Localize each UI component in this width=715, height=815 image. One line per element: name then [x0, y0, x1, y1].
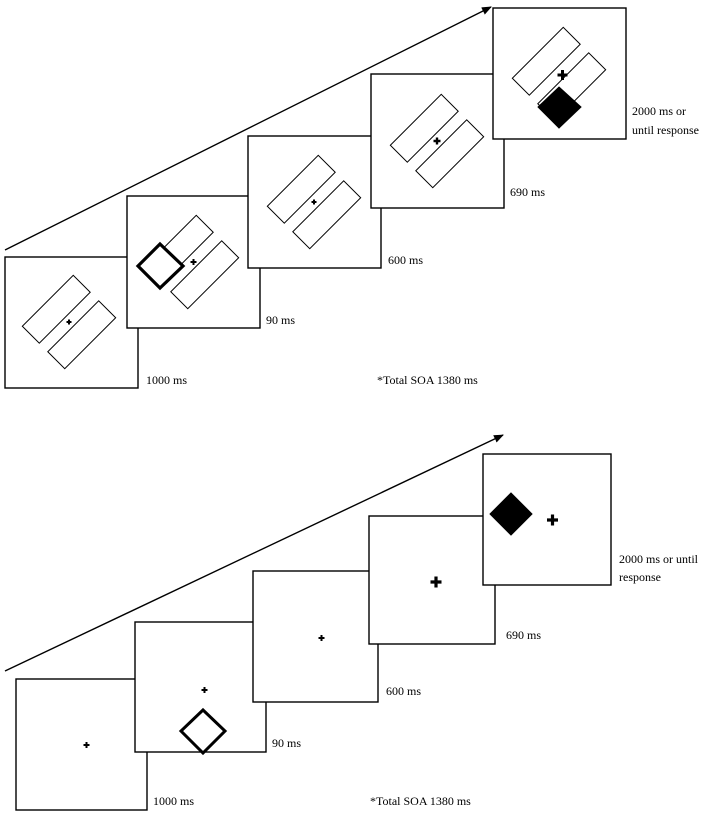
top-final-duration-line1: 2000 ms or: [632, 104, 686, 118]
top-duration-4: 690 ms: [510, 185, 545, 199]
bottom-final-duration-line2: response: [619, 570, 661, 584]
top-timeline-arrow: [4, 6, 492, 251]
top-frame-5: [492, 7, 627, 140]
fixation-cross-icon: [190, 259, 197, 265]
bottom-frame-5: [482, 453, 612, 586]
bottom-duration-1: 1000 ms: [153, 794, 194, 808]
bottom-duration-4: 690 ms: [506, 628, 541, 642]
bottom-frame-2: [134, 621, 267, 756]
bottom-timeline-arrow: [4, 434, 504, 672]
bottom-final-duration-line1: 2000 ms or until: [619, 552, 699, 566]
top-final-duration-line2: until response: [632, 123, 699, 137]
fixation-cross-icon: [311, 199, 317, 205]
top-duration-3: 600 ms: [388, 253, 423, 267]
top-soa-note: *Total SOA 1380 ms: [377, 373, 478, 387]
top-frame-2: [126, 195, 261, 329]
bottom-frame-4: [368, 515, 496, 645]
top-frame-4: [370, 73, 505, 209]
rectangle-objects: [266, 154, 362, 250]
top-duration-1: 1000 ms: [146, 373, 187, 387]
bottom-frame-3: [252, 570, 379, 703]
bottom-panel: 1000 ms 90 ms 600 ms 690 ms 2000 ms or u…: [4, 434, 699, 811]
fixation-cross-icon: [557, 70, 568, 80]
top-frame-1: [4, 256, 139, 389]
bottom-duration-2: 90 ms: [272, 736, 301, 750]
fixation-cross-icon: [66, 319, 72, 325]
target-filled-diamond-icon: [537, 86, 582, 129]
fixation-cross-icon: [430, 576, 442, 588]
cue-outline-diamond-icon: [178, 707, 228, 756]
top-frame-3: [247, 135, 382, 269]
fixation-cross-icon: [318, 635, 325, 641]
cue-outline-diamond-icon: [135, 241, 186, 291]
fixation-cross-icon: [547, 514, 558, 526]
bottom-soa-note: *Total SOA 1380 ms: [370, 794, 471, 808]
bottom-frame-1: [15, 678, 148, 811]
fixation-cross-icon: [83, 742, 90, 748]
fixation-cross-icon: [433, 137, 441, 145]
rectangle-objects: [389, 93, 485, 189]
top-duration-2: 90 ms: [266, 313, 295, 327]
bottom-duration-3: 600 ms: [386, 684, 421, 698]
fixation-cross-icon: [201, 687, 208, 693]
rectangle-objects: [21, 274, 117, 370]
target-filled-diamond-icon: [489, 492, 533, 536]
top-panel: 1000 ms 90 ms 600 ms 690 ms 2000 ms or u…: [4, 6, 699, 389]
